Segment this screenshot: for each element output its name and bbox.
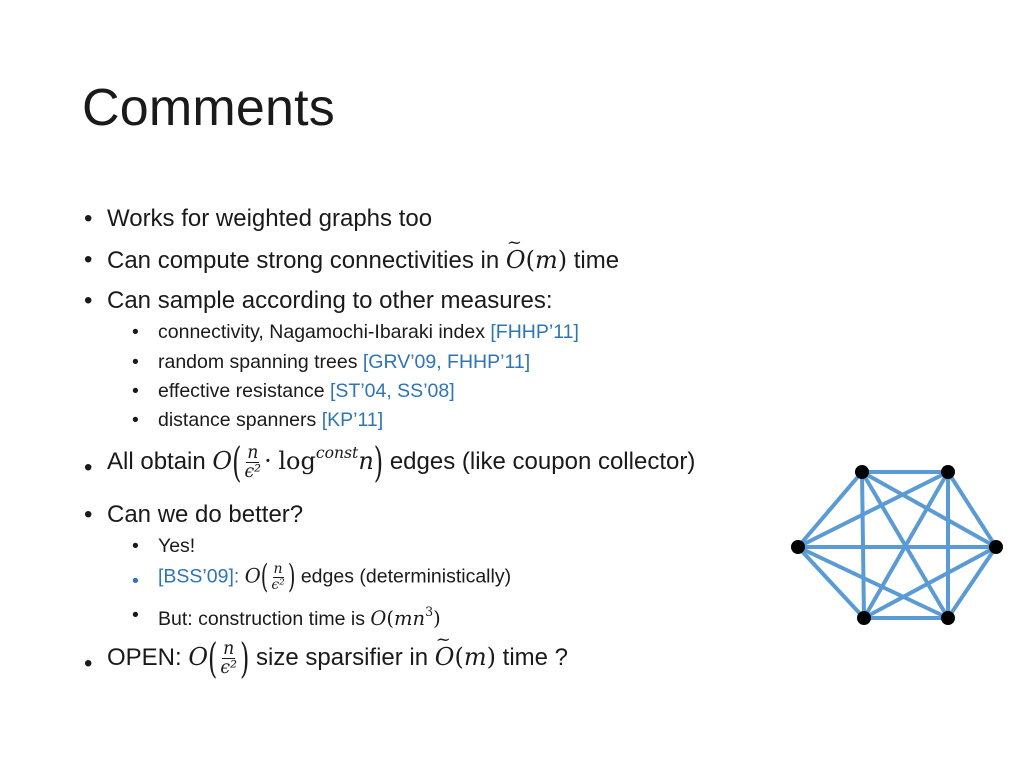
graph-node xyxy=(941,611,955,625)
graph-edge xyxy=(796,545,866,620)
bullet-dot: • xyxy=(84,287,93,314)
graph-node xyxy=(855,465,869,479)
citation-link[interactable]: [ST’04, SS’08] xyxy=(329,380,455,402)
graph-edge xyxy=(797,470,949,549)
graph-nodes xyxy=(791,465,1003,625)
citation-link[interactable]: [KP’11] xyxy=(321,409,384,431)
bullet-dot: • xyxy=(84,246,93,273)
bullet-dot: • xyxy=(84,650,93,677)
graph-edge xyxy=(796,470,864,549)
graph-edge xyxy=(863,545,997,620)
graph-node xyxy=(791,540,805,554)
graph-edge xyxy=(946,470,998,549)
math-o-tilde: O xyxy=(506,234,526,272)
graph-edges xyxy=(796,470,998,620)
graph-edge xyxy=(946,545,998,620)
bullet-dot: • xyxy=(84,454,93,481)
graph-node xyxy=(857,611,871,625)
graph-edge xyxy=(861,470,997,549)
citation-link[interactable]: [FHHP’11] xyxy=(490,321,579,343)
graph-edge xyxy=(797,545,949,620)
bullet-dot: • xyxy=(84,205,93,232)
bullet-dot: • xyxy=(84,501,93,528)
graph-node xyxy=(989,540,1003,554)
slide-title: Comments xyxy=(82,79,335,137)
citation-link[interactable]: [GRV’09, FHHP’11] xyxy=(362,351,531,373)
graph-node xyxy=(941,465,955,479)
citation-link[interactable]: [BSS’09]: xyxy=(158,565,240,588)
complete-graph-illustration xyxy=(791,465,1003,625)
